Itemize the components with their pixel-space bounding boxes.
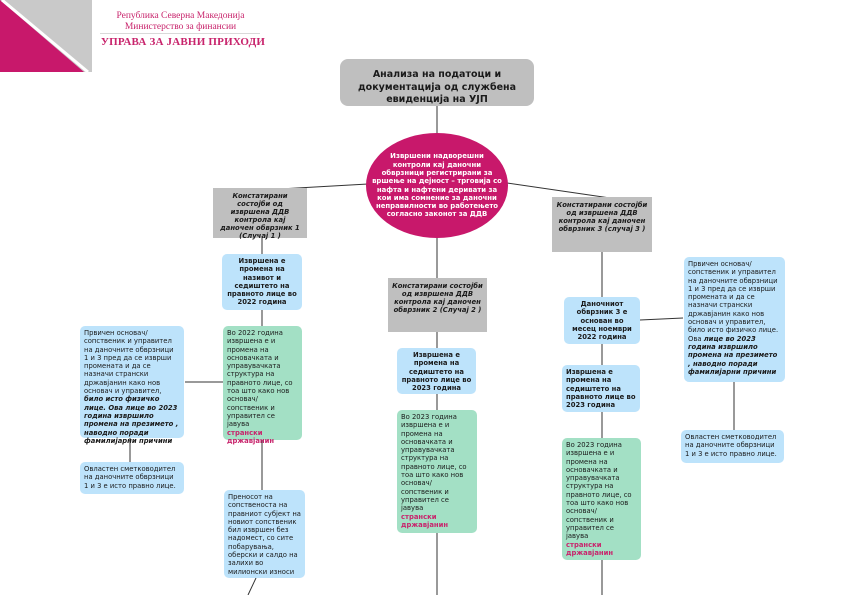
case3-title-node: Констатирани состојби од извршена ДДВ ко… — [552, 197, 652, 252]
case2-step1-text: Извршена е промена на седиштето на правн… — [401, 351, 472, 393]
logo-white-stripe — [1, 0, 89, 72]
case1-step2-node: Во 2022 година извршена е и промена на о… — [223, 326, 302, 445]
center-node: Извршени надворешни контроли кај даночни… — [366, 133, 508, 238]
case1-sidenote-text: Првичен основач/ сопственик и управител … — [84, 329, 174, 396]
logo-magenta-triangle — [0, 0, 84, 72]
case3-sidenote-node: Првичен основач/ сопственик и управител … — [684, 257, 785, 382]
case1-step2-accent: странски државјанин — [227, 428, 275, 445]
case3-step2-text: Извршена е промена на седиштето на правн… — [566, 368, 636, 410]
case2-step1-node: Извршена е промена на седиштето на правн… — [397, 348, 476, 394]
header-divider — [100, 33, 260, 34]
case3-sidenote-text: Првичен основач/ сопственик и управител … — [688, 260, 779, 343]
case1-step1-node: Извршена е промена на називот и седиштет… — [222, 254, 302, 310]
case1-title-text: Констатирани состојби од извршена ДДВ ко… — [220, 192, 300, 240]
connector-case3-sidenote — [639, 317, 684, 321]
case3-title-text: Констатирани состојби од извршена ДДВ ко… — [556, 201, 648, 233]
case3-step3-accent: странски државјанин — [566, 540, 614, 557]
case3-step1-node: Даночниот обврзник 3 е основан во месец … — [564, 297, 640, 344]
header-republic: Република Северна Македонија — [116, 11, 245, 21]
connector-center-case3 — [506, 182, 611, 199]
case3-step1-text: Даночниот обврзник 3 е основан во месец … — [572, 300, 632, 342]
ujp-logo-icon — [0, 0, 92, 72]
case1-sidenote-emphasis: било исто физичко лице. Ова лице во 2023… — [84, 395, 179, 445]
case2-step2-node: Во 2023 година извршена е и промена на о… — [397, 410, 477, 533]
case3-accountant-text: Овластен сметководител на даночните обвр… — [685, 433, 777, 458]
case1-step3-node: Преносот на сопственоста на правниот суб… — [224, 490, 305, 578]
center-node-text: Извршени надворешни контроли кај даночни… — [372, 152, 502, 219]
case3-step3-text: Во 2023 година извршена е и промена на о… — [566, 441, 632, 541]
header-agency: УПРАВА ЗА ЈАВНИ ПРИХОДИ — [100, 36, 266, 48]
case1-step1-text: Извршена е промена на називот и седиштет… — [227, 257, 297, 307]
case3-accountant-node: Овластен сметководител на даночните обвр… — [681, 430, 784, 463]
case2-step2-accent: странски државјанин — [401, 512, 449, 529]
root-node: Анализа на податоци и документација од с… — [340, 59, 534, 106]
case3-step3-node: Во 2023 година извршена е и промена на о… — [562, 438, 641, 560]
case3-step2-node: Извршена е промена на седиштето на правн… — [562, 365, 640, 412]
case2-step2-text: Во 2023 година извршена е и промена на о… — [401, 413, 467, 513]
case1-accountant-node: Овластен сметководител на даночните обвр… — [80, 462, 184, 494]
case1-step2-text: Во 2022 година извршена е и промена на о… — [227, 329, 293, 429]
header-ministry: Министерство за финансии — [124, 22, 237, 32]
case3-sidenote-emphasis: лице во 2023 година извршило промена на … — [688, 334, 778, 376]
root-node-text: Анализа на податоци и документација од с… — [358, 69, 516, 105]
case1-title-node: Констатирани состојби од извршена ДДВ ко… — [213, 188, 307, 240]
case2-title-text: Констатирани состојби од извршена ДДВ ко… — [392, 282, 483, 314]
case1-accountant-text: Овластен сметководител на даночните обвр… — [84, 465, 176, 490]
case1-step3-text: Преносот на сопственоста на правниот суб… — [228, 493, 301, 576]
case2-title-node: Констатирани состојби од извршена ДДВ ко… — [388, 278, 487, 332]
case1-sidenote-node: Првичен основач/ сопственик и управител … — [80, 326, 184, 445]
connector-case1-continue — [247, 577, 257, 595]
